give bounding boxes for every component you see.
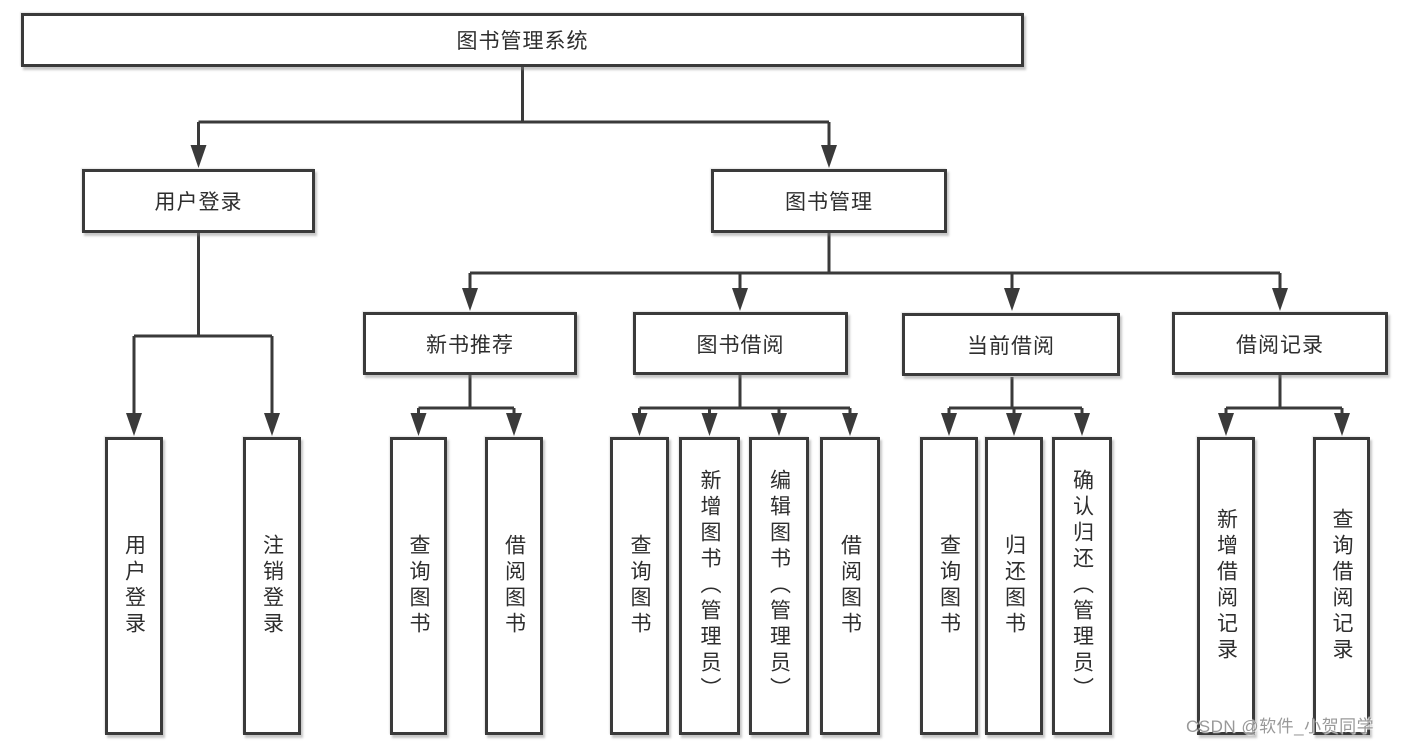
node-book-borrowing: 图书借阅 <box>633 312 848 375</box>
node-label: 新增借阅记录 <box>1214 508 1238 664</box>
leaf-add-borrow-record: 新增借阅记录 <box>1197 437 1255 735</box>
node-user-login-branch: 用户登录 <box>82 169 315 233</box>
node-label: 借阅记录 <box>1236 333 1324 357</box>
node-label: 注销登录 <box>260 534 284 638</box>
node-borrowing-records: 借阅记录 <box>1172 312 1388 375</box>
node-root-system: 图书管理系统 <box>21 13 1024 67</box>
node-book-management-branch: 图书管理 <box>711 169 947 233</box>
leaf-logout: 注销登录 <box>243 437 301 735</box>
node-label: 当前借阅 <box>967 334 1055 358</box>
leaf-query-borrow-record: 查询借阅记录 <box>1313 437 1370 735</box>
arrowhead-icons <box>126 145 1350 436</box>
node-label: 新书推荐 <box>426 333 514 357</box>
node-label: 查询图书 <box>937 534 961 638</box>
node-label: 图书管理 <box>785 191 873 214</box>
node-label: 查询借阅记录 <box>1330 508 1353 664</box>
csdn-watermark: CSDN @软件_小贺同学 <box>1186 717 1375 736</box>
leaf-add-books-admin: 新增图书（管理员） <box>679 437 740 735</box>
leaf-query-books-recommend: 查询图书 <box>390 437 447 735</box>
leaf-query-books-current: 查询图书 <box>920 437 978 735</box>
node-label: 图书管理系统 <box>456 30 589 53</box>
node-label: 查询图书 <box>407 534 430 638</box>
leaf-query-books-borrowing: 查询图书 <box>610 437 669 735</box>
node-new-book-recommend: 新书推荐 <box>363 312 577 375</box>
node-label: 查询图书 <box>628 534 651 638</box>
leaf-edit-books-admin: 编辑图书（管理员） <box>749 437 809 735</box>
node-label: 归还图书 <box>1002 534 1026 638</box>
node-label: 图书借阅 <box>696 333 785 357</box>
node-label: 用户登录 <box>154 191 243 214</box>
leaf-return-books: 归还图书 <box>985 437 1043 735</box>
leaf-confirm-return-admin: 确认归还（管理员） <box>1052 437 1112 735</box>
leaf-borrow-books-recommend: 借阅图书 <box>485 437 543 735</box>
node-label: 借阅图书 <box>838 534 862 638</box>
node-label: 用户登录 <box>122 534 146 638</box>
node-label: 确认归还（管理员） <box>1070 469 1094 703</box>
leaf-user-login: 用户登录 <box>105 437 163 735</box>
node-current-borrowing: 当前借阅 <box>902 313 1120 376</box>
leaf-borrow-books: 借阅图书 <box>820 437 880 735</box>
node-label: 编辑图书（管理员） <box>767 469 791 703</box>
node-label: 新增图书（管理员） <box>698 469 721 703</box>
node-label: 借阅图书 <box>502 534 526 638</box>
